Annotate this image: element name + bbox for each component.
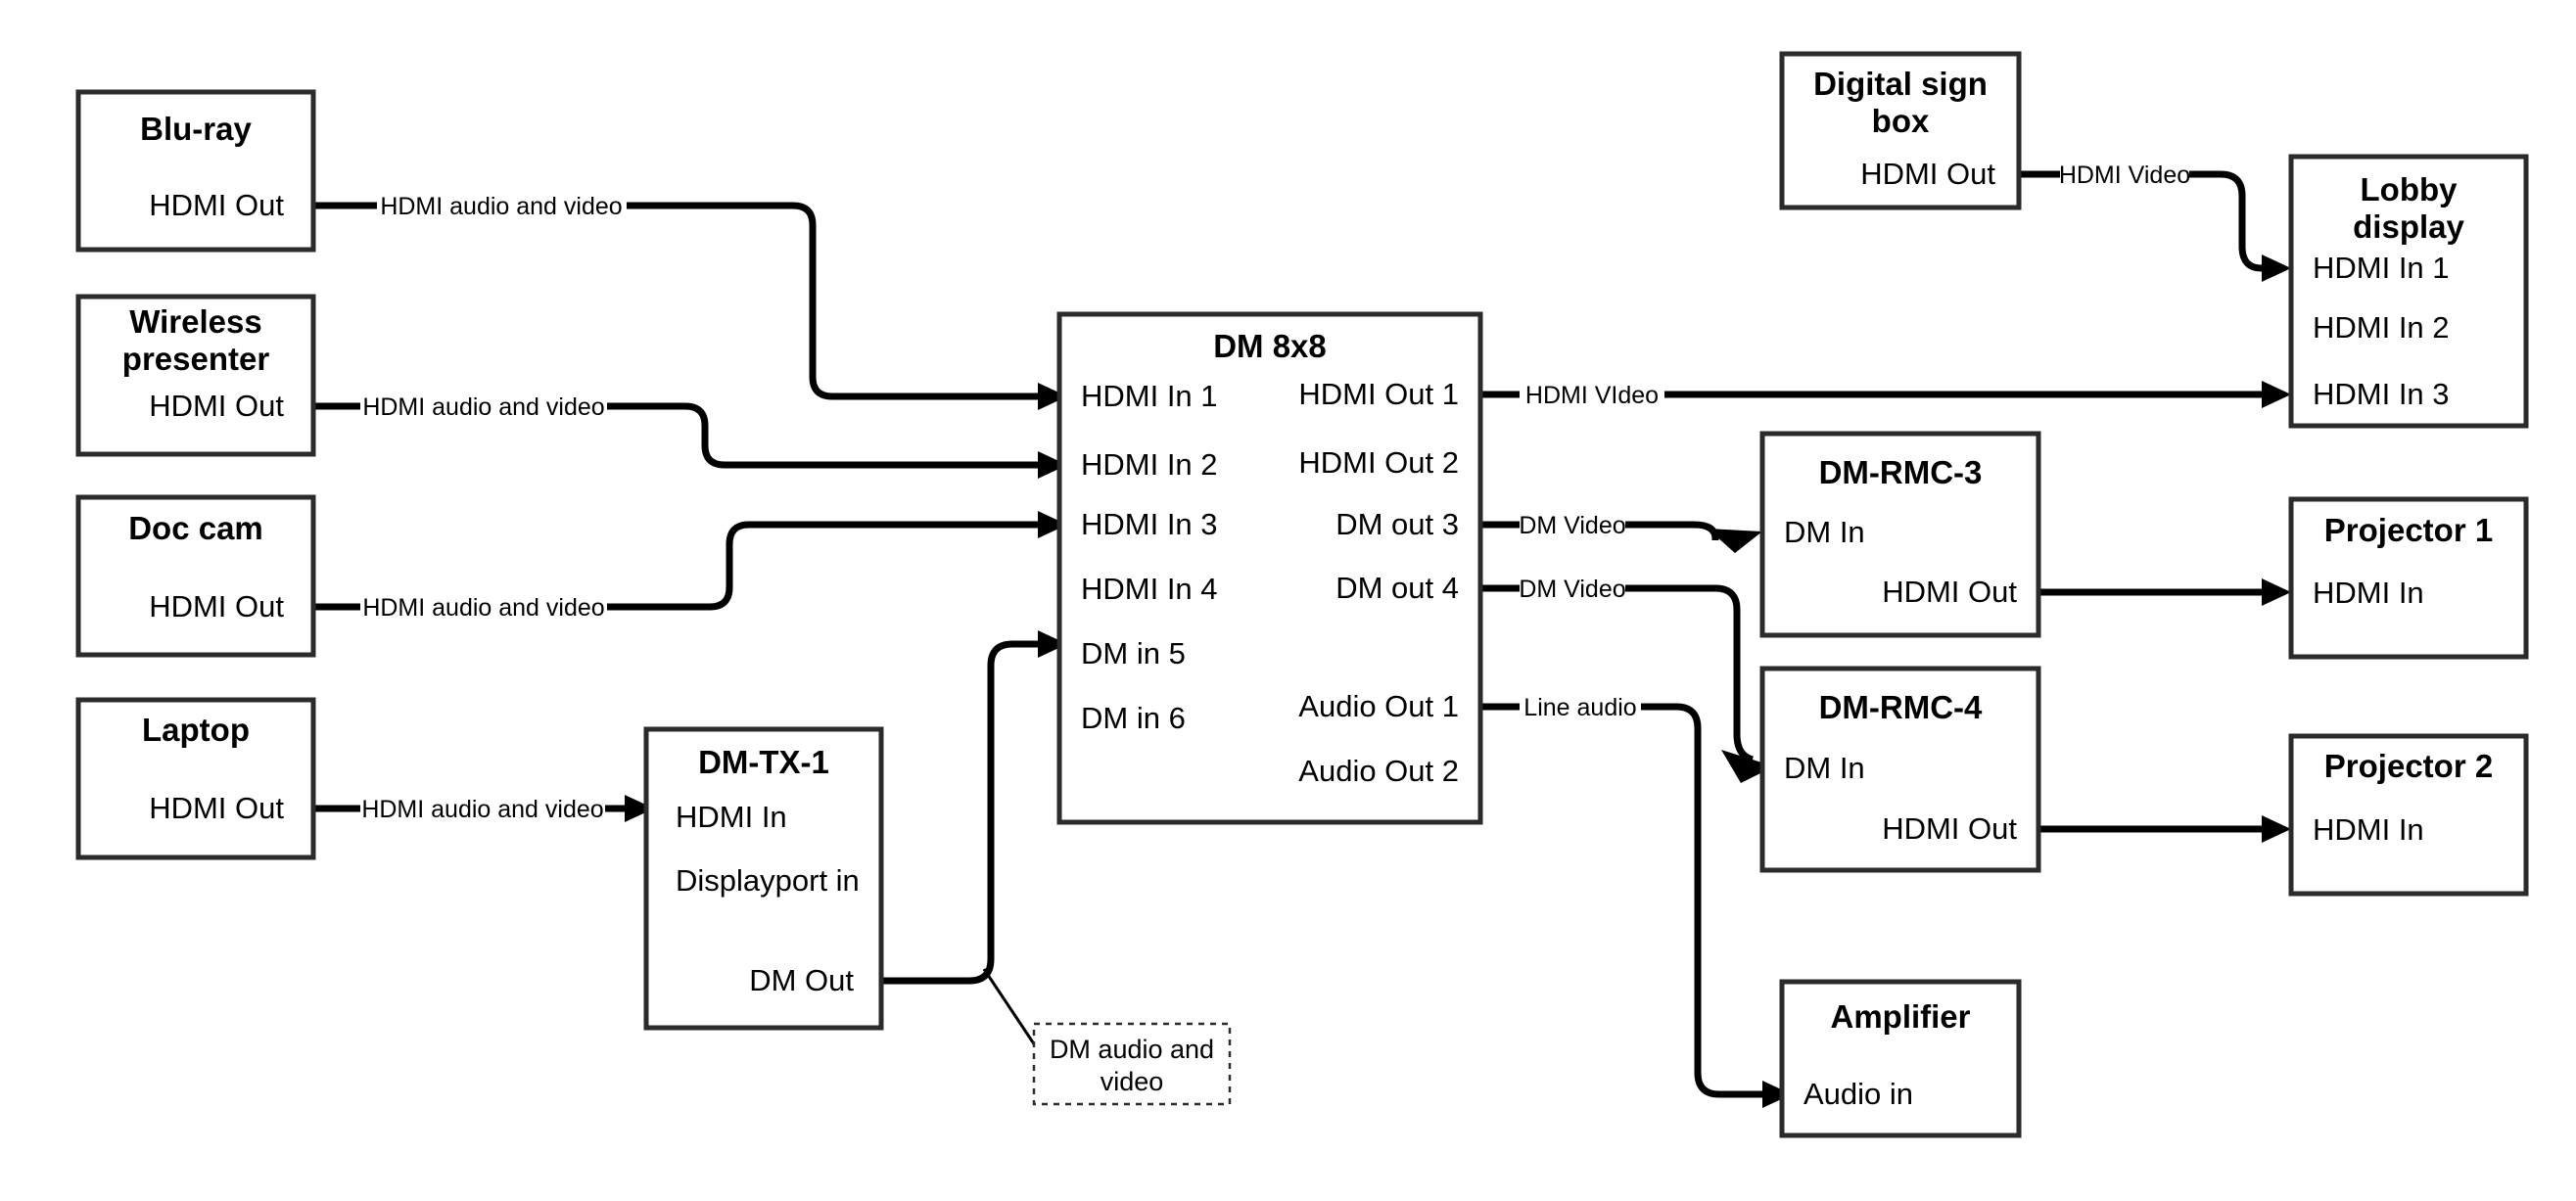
arrowhead-dmtx1-in [625,795,654,822]
edge-label-line-audio: Line audio [1523,694,1636,721]
edge-label-doccam: HDMI audio and video [362,594,604,622]
node-dm8x8-input-hdmi-in-1: HDMI In 1 [1081,379,1218,413]
node-lobby-display[interactable]: Lobby display HDMI In 1 HDMI In 2 HDMI I… [2288,154,2529,429]
arrowhead-projector1-in [2262,578,2291,606]
wire-bluray-to-dm8x8 [313,202,1038,400]
node-dm-rmc-3[interactable]: DM-RMC-3 DM In HDMI Out [1759,431,2041,638]
arrowhead-dmrmc4-in [1721,750,1774,783]
edge-label-laptop: HDMI audio and video [361,796,603,823]
node-dmrmc3-port-dm-in: DM In [1784,515,1865,549]
node-dm-8x8[interactable]: DM 8x8 HDMI In 1 HDMI In 2 HDMI In 3 HDM… [1056,311,1483,825]
edge-label-hdmi-video-lobby3: HDMI VIdeo [1525,382,1659,409]
arrowhead-in5 [1038,630,1067,658]
arrowhead-dmrmc3-in [1708,529,1762,553]
node-amplifier-title: Amplifier [1830,998,1970,1035]
node-bluray-port-hdmi-out: HDMI Out [149,188,284,222]
edge-label-layer: HDMI audio and video HDMI audio and vide… [361,162,2190,823]
node-dm8x8-output-hdmi-out-2: HDMI Out 2 [1298,445,1459,480]
node-dm8x8-title: DM 8x8 [1213,328,1327,364]
arrowhead-in2 [1038,451,1067,479]
node-dm8x8-input-dm-in-5: DM in 5 [1081,636,1186,670]
arrowhead-projector2-in [2262,815,2291,843]
arrowhead-in3 [1038,511,1067,538]
node-dm8x8-output-audio-out-1: Audio Out 1 [1298,689,1459,723]
note-line1: DM audio and [1050,1035,1214,1064]
node-laptop-port-hdmi-out: HDMI Out [149,791,284,825]
node-dm8x8-input-hdmi-in-2: HDMI In 2 [1081,447,1218,482]
arrowhead-in1 [1038,383,1067,410]
node-dmrmc4-title: DM-RMC-4 [1819,689,1983,725]
wire-dmtx1-to-dm8x8 [881,640,1038,985]
arrowhead-lobby-in1 [2262,254,2291,282]
node-digitalsign-title-line1: Digital sign [1813,66,1988,102]
node-dmrmc3-port-hdmi-out: HDMI Out [1882,575,2017,609]
node-projector2-title: Projector 2 [2324,748,2493,784]
node-dm8x8-output-hdmi-out-1: HDMI Out 1 [1298,377,1459,411]
node-bluray-title: Blu-ray [140,111,252,147]
node-amplifier-port-audio-in: Audio in [1803,1077,1913,1111]
node-projector2-port-hdmi-in: HDMI In [2313,812,2424,847]
note-leader-line [982,968,1043,1055]
node-dmtx1-title: DM-TX-1 [698,744,829,780]
wire-dm8x8-to-dmrmc4 [1480,584,1755,763]
edge-label-hdmi-video-sign: HDMI Video [2059,162,2190,189]
node-dm8x8-output-dm-out-4: DM out 4 [1335,571,1459,605]
node-lobby-title-line1: Lobby [2361,171,2459,208]
node-dm-rmc-4[interactable]: DM-RMC-4 DM In HDMI Out [1759,666,2041,873]
node-dm-tx-1[interactable]: DM-TX-1 HDMI In Displayport in DM Out [643,726,884,1031]
edge-label-dm-video-4: DM Video [1519,576,1625,603]
node-wireless-title-line2: presenter [122,341,270,377]
node-lobby-port-hdmi-in-1: HDMI In 1 [2313,251,2450,285]
node-dm8x8-input-hdmi-in-3: HDMI In 3 [1081,507,1218,541]
node-doccam-title: Doc cam [128,510,263,546]
node-wireless-presenter[interactable]: Wireless presenter HDMI Out [75,294,316,457]
wire-digitalsign-to-lobby [2019,170,2263,272]
node-dm8x8-input-hdmi-in-4: HDMI In 4 [1081,572,1218,606]
node-digital-sign-box[interactable]: Digital sign box HDMI Out [1779,51,2022,210]
node-doc-cam[interactable]: Doc cam HDMI Out [75,494,316,658]
wire-dm8x8-to-dmrmc3 [1480,521,1719,542]
node-dm8x8-output-dm-out-3: DM out 3 [1335,507,1459,541]
node-projector1-port-hdmi-in: HDMI In [2313,576,2424,610]
node-wireless-title-line1: Wireless [129,303,261,340]
node-dmrmc3-title: DM-RMC-3 [1819,454,1983,490]
node-wireless-port-hdmi-out: HDMI Out [149,389,284,423]
node-dmrmc4-port-dm-in: DM In [1784,751,1865,785]
node-projector-1[interactable]: Projector 1 HDMI In [2288,496,2529,660]
note-line2: video [1101,1067,1164,1096]
node-lobby-port-hdmi-in-2: HDMI In 2 [2313,310,2450,345]
node-laptop-title: Laptop [142,712,250,748]
node-dmtx1-port-dm-out: DM Out [749,963,854,997]
node-digitalsign-title-line2: box [1872,103,1930,139]
wire-dm8x8-to-amplifier [1480,703,1762,1098]
note-dm-audio-and-video: DM audio and video [1032,1022,1232,1106]
node-dmtx1-port-hdmi-in: HDMI In [676,800,787,834]
node-dmtx1-port-displayport-in: Displayport in [676,863,860,898]
node-dm8x8-input-dm-in-6: DM in 6 [1081,701,1186,735]
edge-label-dm-video-3: DM Video [1519,512,1625,539]
node-lobby-port-hdmi-in-3: HDMI In 3 [2313,377,2450,411]
wire-wireless-to-dm8x8 [313,402,1038,469]
node-dmrmc4-port-hdmi-out: HDMI Out [1882,811,2017,846]
arrowhead-lobby-in3 [2262,381,2291,408]
node-laptop[interactable]: Laptop HDMI Out [75,697,316,860]
node-bluray[interactable]: Blu-ray HDMI Out [75,89,316,253]
node-amplifier[interactable]: Amplifier Audio in [1779,979,2022,1138]
arrowhead-amp-in [1762,1081,1792,1108]
node-projector-2[interactable]: Projector 2 HDMI In [2288,733,2529,897]
node-digitalsign-port-hdmi-out: HDMI Out [1860,157,1995,191]
node-lobby-title-line2: display [2353,208,2464,245]
node-dm8x8-output-audio-out-2: Audio Out 2 [1298,754,1459,788]
edge-label-bluray: HDMI audio and video [380,193,622,220]
edge-label-wireless: HDMI audio and video [362,393,604,421]
node-doccam-port-hdmi-out: HDMI Out [149,589,284,624]
wire-layer [313,170,2291,1108]
wire-doccam-to-dm8x8 [313,521,1038,611]
node-projector1-title: Projector 1 [2324,512,2493,548]
